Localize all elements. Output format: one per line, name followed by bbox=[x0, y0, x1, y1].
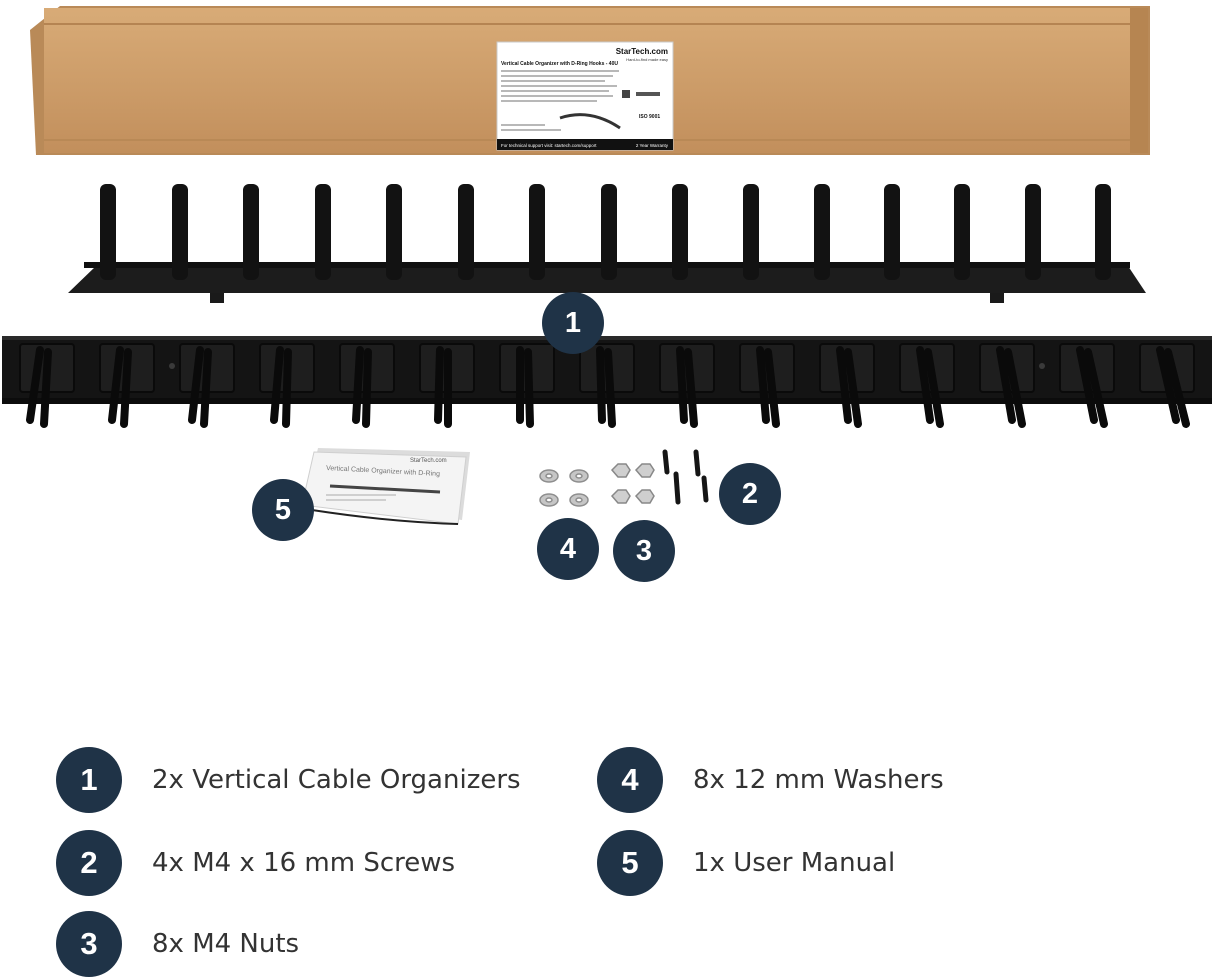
legend-text: 1x User Manual bbox=[693, 848, 896, 878]
legend-item: 1 2x Vertical Cable Organizers bbox=[56, 747, 521, 813]
legend-badge: 5 bbox=[597, 830, 663, 896]
legend-item: 3 8x M4 Nuts bbox=[56, 911, 299, 977]
legend-badge: 1 bbox=[56, 747, 122, 813]
legend-badge: 4 bbox=[597, 747, 663, 813]
box-label: StarTech.com Hard-to-find made easy Vert… bbox=[496, 41, 674, 151]
manual-brand: StarTech.com bbox=[410, 458, 447, 464]
screws bbox=[662, 449, 709, 505]
legend-item: 2 4x M4 x 16 mm Screws bbox=[56, 830, 455, 896]
legend-badge: 3 bbox=[56, 911, 122, 977]
callout-badge: 5 bbox=[252, 479, 314, 541]
product-photo: StarTech.com Hard-to-find made easy Vert… bbox=[2, 6, 1212, 525]
legend-text: 2x Vertical Cable Organizers bbox=[152, 765, 521, 795]
box-label-tagline: Hard-to-find made easy bbox=[626, 57, 668, 62]
box-label-support: For technical support visit: startech.co… bbox=[501, 143, 597, 148]
callout-badge: 2 bbox=[719, 463, 781, 525]
callout-badge: 3 bbox=[613, 520, 675, 582]
legend-item: 5 1x User Manual bbox=[597, 830, 895, 896]
box-label-warranty: 2 Year Warranty bbox=[636, 143, 669, 148]
box-label-title: Vertical Cable Organizer with D-Ring Hoo… bbox=[501, 61, 618, 67]
user-manual: StarTech.com Vertical Cable Organizer wi… bbox=[301, 448, 470, 525]
legend-text: 8x M4 Nuts bbox=[152, 929, 300, 959]
washers bbox=[539, 469, 589, 507]
callout-badge: 4 bbox=[537, 518, 599, 580]
callout-badge: 1 bbox=[542, 292, 604, 354]
box-label-brand: StarTech.com bbox=[616, 47, 668, 56]
cable-organizer-front bbox=[2, 336, 1212, 428]
cable-organizer-rear bbox=[68, 184, 1146, 303]
box-label-certification: ISO 9001 bbox=[639, 114, 660, 120]
nuts bbox=[610, 463, 655, 504]
legend-text: 4x M4 x 16 mm Screws bbox=[152, 848, 456, 878]
legend-text: 8x 12 mm Washers bbox=[693, 765, 944, 795]
legend-badge: 2 bbox=[56, 830, 122, 896]
legend-item: 4 8x 12 mm Washers bbox=[597, 747, 944, 813]
